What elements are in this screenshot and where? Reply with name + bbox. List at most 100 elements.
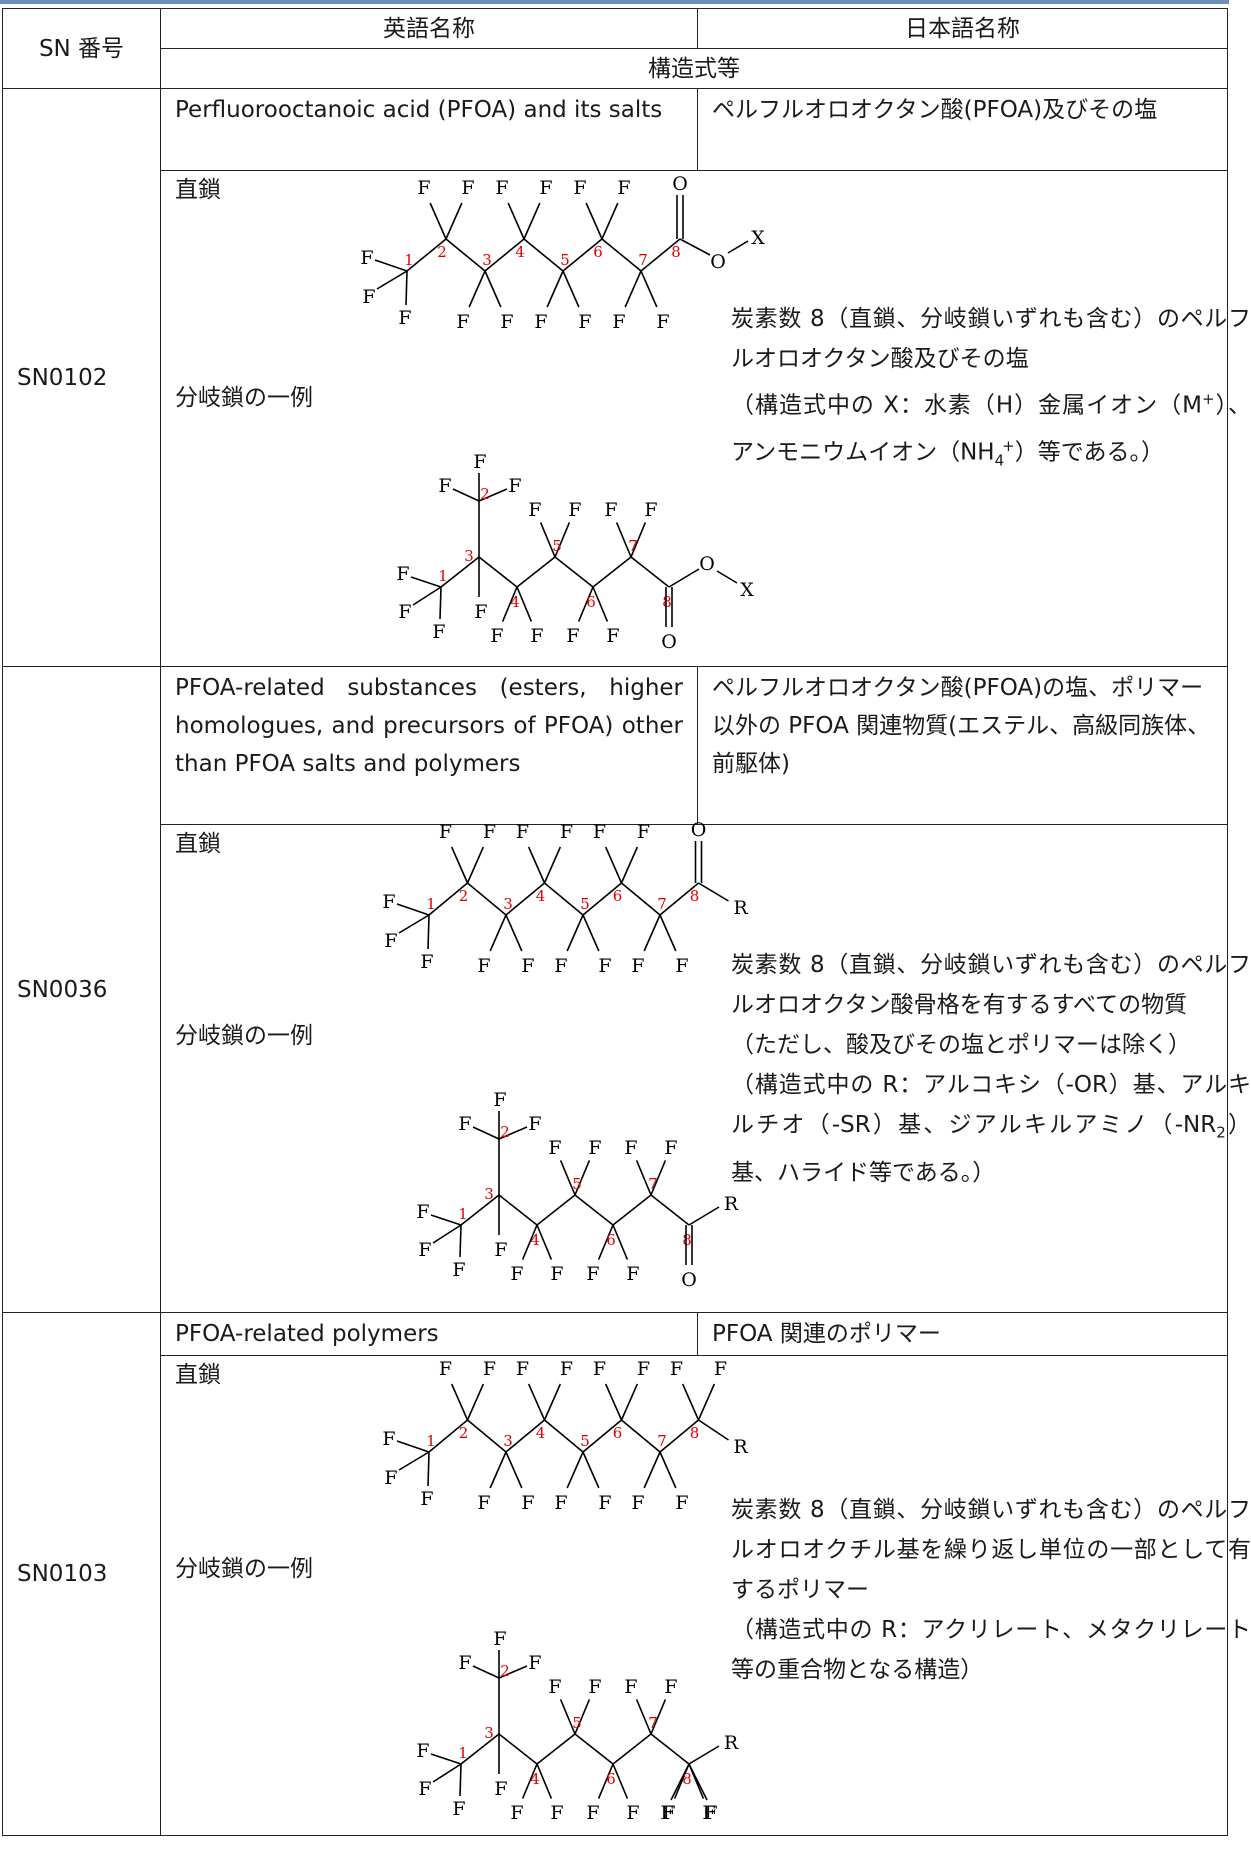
bond-line — [597, 1224, 614, 1260]
bond-line — [405, 270, 408, 306]
carbon-number-label: 6 — [586, 593, 596, 611]
r-substituent: R — [724, 1732, 739, 1754]
bond-line — [697, 1383, 716, 1421]
bond-line — [559, 1160, 576, 1196]
fluorine-atom: F — [539, 177, 552, 199]
fluorine-atom: F — [534, 311, 547, 333]
bond-line — [440, 556, 480, 588]
fluorine-atom: F — [416, 1201, 429, 1223]
fluorine-atom: F — [396, 563, 409, 585]
bond-line — [523, 238, 564, 272]
description-exclusion: （ただし、酸及びその塩とポリマーは除く） — [731, 1032, 1191, 1058]
fluorine-atom: F — [458, 1113, 471, 1135]
bond-line — [498, 1194, 538, 1226]
bond-line — [468, 270, 486, 308]
bond-line — [574, 1194, 614, 1226]
fluorine-atom: F — [461, 177, 474, 199]
bond-line — [396, 903, 430, 916]
bond-line — [484, 238, 525, 272]
fluorine-atom: F — [477, 955, 490, 977]
fluorine-atom: F — [510, 1802, 523, 1824]
bond-line — [574, 1160, 591, 1196]
bond-line — [428, 1419, 469, 1453]
fluorine-atom: F — [494, 1778, 507, 1800]
fluorine-atom: F — [550, 1802, 563, 1824]
header-japanese-name: 日本語名称 — [697, 8, 1228, 49]
bond-line — [460, 1733, 500, 1765]
fluorine-atom: F — [493, 1089, 506, 1111]
fluorine-atom: F — [452, 1798, 465, 1820]
fluorine-atom: F — [598, 1492, 611, 1514]
bond-line — [727, 240, 749, 254]
fluorine-atom: F — [626, 1802, 639, 1824]
fluorine-atom: F — [439, 821, 452, 843]
bond-line — [439, 586, 442, 620]
bond-line — [428, 882, 469, 916]
fluorine-atom: F — [500, 311, 513, 333]
bond-line — [546, 270, 564, 308]
r-substituent: R — [733, 1436, 748, 1458]
fluorine-atom: F — [382, 1428, 395, 1450]
fluorine-atom: F — [624, 1676, 637, 1698]
fluorine-atom: F — [664, 1137, 677, 1159]
linear-chain-label: 直鎖 — [175, 1362, 221, 1388]
carbon-number-label: 6 — [613, 887, 623, 905]
carbon-number-label: 7 — [648, 1175, 658, 1193]
fluorine-atom: F — [548, 1137, 561, 1159]
fluorine-atom: F — [490, 625, 503, 647]
carbon-number-label: 2 — [437, 243, 447, 261]
carbon-number-label: 1 — [404, 251, 414, 269]
branched-chain-label: 分岐鎖の一例 — [175, 1023, 313, 1049]
fluorine-atom: F — [560, 1358, 573, 1380]
japanese-name-cell: ペルフルオロオクタン酸(PFOA)の塩、ポリマー以外の PFOA 関連物質(エス… — [697, 666, 1228, 825]
bond-line — [659, 1451, 677, 1489]
bond-line — [601, 202, 619, 240]
bond-line — [659, 1419, 700, 1453]
bond-line — [592, 556, 632, 588]
bond-line — [432, 1224, 462, 1244]
bond-line — [523, 202, 541, 240]
x-substituent: X — [751, 227, 765, 249]
bond-line — [472, 1665, 500, 1679]
bond-line — [620, 1419, 661, 1453]
bond-line — [630, 556, 670, 588]
carbon-number-label: 3 — [484, 1185, 494, 1203]
carbon-number-label: 8 — [682, 1231, 692, 1249]
bond-line — [516, 586, 533, 622]
carbon-number-label: 8 — [690, 887, 700, 905]
bond-line — [668, 568, 700, 588]
fluorine-atom: F — [418, 1778, 431, 1800]
fluorine-atom: F — [384, 1467, 397, 1489]
carbon-number-label: 5 — [572, 1714, 582, 1732]
carbon-number-label: 7 — [657, 1432, 667, 1450]
fluorine-atom: F — [420, 1488, 433, 1510]
bond-line — [562, 238, 603, 272]
carbon-number-label: 2 — [459, 1424, 469, 1442]
oxygen-atom: O — [710, 251, 726, 273]
oxygen-atom: O — [661, 631, 677, 653]
carbon-number-label: 7 — [638, 251, 648, 269]
japanese-name-cell: PFOA 関連のポリマー — [697, 1312, 1228, 1356]
description: 炭素数 8（直鎖、分岐鎖いずれも含む）のペルフルオロオクタン酸及びその塩 （構造… — [731, 299, 1251, 480]
r-substituent: R — [724, 1193, 739, 1215]
description-text: 炭素数 8（直鎖、分岐鎖いずれも含む）のペルフルオロオクタン酸及びその塩 — [731, 306, 1251, 372]
carbon-number-label: 5 — [552, 537, 562, 555]
fluorine-atom: F — [670, 1358, 683, 1380]
fluorine-atom: F — [420, 951, 433, 973]
carbon-number-label: 7 — [628, 537, 638, 555]
bond-line — [521, 1763, 538, 1799]
bond-line — [624, 270, 642, 308]
bond-line — [650, 1733, 690, 1765]
bond-line — [536, 1733, 576, 1765]
bond-line — [516, 556, 556, 588]
bond-line — [505, 914, 523, 952]
fluorine-atom: F — [360, 247, 373, 269]
carbon-number-label: 5 — [560, 251, 570, 269]
bond-line — [459, 1763, 462, 1797]
bond-line — [592, 586, 609, 622]
carbon-number-label: 1 — [458, 1205, 468, 1223]
english-name-cell: Perfluorooctanoic acid (PFOA) and its sa… — [160, 88, 698, 171]
bond-line — [681, 1383, 700, 1421]
